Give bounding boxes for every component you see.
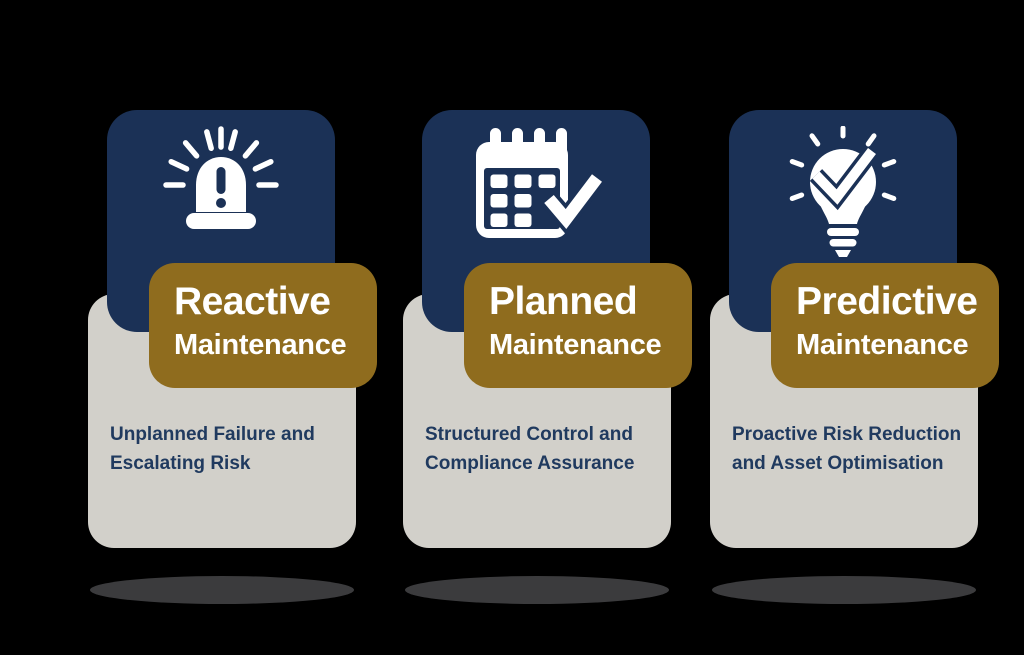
card-title: Reactive <box>174 280 331 323</box>
description-line: Structured Control and <box>425 424 633 445</box>
lightbulb-check-icon <box>789 126 897 257</box>
calendar-check-icon <box>476 128 602 238</box>
description-line: Unplanned Failure and <box>110 424 315 445</box>
card-shadow <box>712 576 976 604</box>
card-subtitle: Maintenance <box>174 329 347 361</box>
title-badge: Predictive Maintenance <box>771 263 999 388</box>
title-badge: Planned Maintenance <box>464 263 692 388</box>
title-badge: Reactive Maintenance <box>149 263 377 388</box>
card-shadow <box>90 576 354 604</box>
card-predictive-maintenance: Predictive Maintenance Proactive Risk Re… <box>710 0 1002 655</box>
description-line: Proactive Risk Reduction <box>732 424 962 445</box>
card-title: Predictive <box>796 280 978 323</box>
description-line: Compliance Assurance <box>425 453 635 474</box>
card-description: Proactive Risk Reduction and Asset Optim… <box>732 420 961 478</box>
siren-alert-icon <box>163 126 279 229</box>
description-line: and Asset Optimisation <box>732 453 944 474</box>
card-subtitle: Maintenance <box>489 329 662 361</box>
card-reactive-maintenance: Reactive Maintenance Unplanned Failure a… <box>88 0 380 655</box>
card-title: Planned <box>489 280 638 323</box>
card-description: Unplanned Failure and Escalating Risk <box>110 420 315 478</box>
card-shadow <box>405 576 669 604</box>
card-planned-maintenance: Planned Maintenance Structured Control a… <box>403 0 695 655</box>
card-description: Structured Control and Compliance Assura… <box>425 420 634 478</box>
card-subtitle: Maintenance <box>796 329 969 361</box>
description-line: Escalating Risk <box>110 453 251 474</box>
